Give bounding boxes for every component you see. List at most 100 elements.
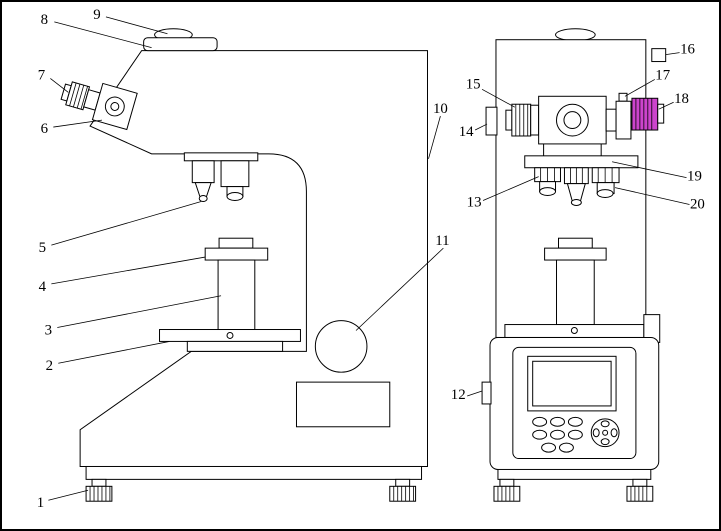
- eyepiece-assembly: [60, 81, 138, 131]
- part-label-8: 8: [41, 12, 48, 28]
- indenter-body: [191, 160, 215, 184]
- focus-knob-knurl-lines: [69, 82, 88, 110]
- dpad-down: [600, 438, 610, 446]
- foot-stem: [395, 478, 411, 487]
- foot-knurled: [493, 485, 521, 502]
- part-label-1: 1: [37, 495, 44, 511]
- part-label-19: 19: [687, 169, 702, 185]
- anvil-cap-front: [558, 237, 593, 249]
- anvil-assembly-side: [204, 237, 269, 331]
- panel-recess: [295, 381, 391, 428]
- leader-line-20: [614, 187, 690, 205]
- turret-connector-right: [605, 108, 617, 132]
- part-label-2: 2: [46, 358, 53, 374]
- foot-stem: [499, 478, 515, 487]
- indenter-tip: [198, 195, 208, 202]
- foot-right-front: [626, 478, 654, 502]
- panel-button: [541, 442, 557, 453]
- foot-stem: [632, 478, 648, 487]
- foot-knurled: [389, 485, 417, 502]
- foot-knurl-lines: [630, 486, 648, 502]
- part-label-10: 10: [433, 101, 448, 117]
- anvil-column-side: [217, 259, 256, 331]
- leader-line-1: [48, 489, 89, 501]
- button-grid: [532, 416, 583, 453]
- objective-body-side: [220, 160, 250, 188]
- turret-lens-inner: [563, 111, 582, 130]
- foot-left-side: [85, 478, 113, 502]
- part-label-14: 14: [459, 124, 474, 140]
- objective-tip-3: [596, 189, 614, 199]
- turret-plate-front: [524, 155, 639, 169]
- power-switch: [651, 48, 667, 63]
- adjust-screw: [618, 92, 628, 102]
- part-label-3: 3: [45, 322, 52, 338]
- side-view: [60, 28, 428, 502]
- worktable-support: [186, 340, 284, 352]
- leader-line-16: [665, 52, 680, 55]
- dpad-left: [592, 428, 600, 438]
- foot-knurl-lines: [497, 486, 515, 502]
- part-label-11: 11: [435, 233, 449, 249]
- control-box: [481, 336, 660, 470]
- leader-line-5: [51, 201, 202, 246]
- foot-right-side: [389, 478, 417, 502]
- panel-button: [567, 416, 583, 427]
- leader-line-7: [50, 78, 69, 93]
- panel-button: [532, 429, 548, 440]
- focus-knob-left-knurl: [515, 104, 529, 136]
- dpad-right: [610, 428, 618, 438]
- part-label-7: 7: [38, 67, 46, 83]
- eyepiece-lens-inner: [110, 102, 120, 111]
- side-tab: [481, 381, 492, 405]
- leader-line-18: [658, 101, 674, 110]
- worktable-center-hole: [226, 331, 234, 339]
- part-label-12: 12: [451, 387, 466, 403]
- anvil-assembly-front: [544, 237, 607, 326]
- objective-tip-side: [226, 192, 244, 201]
- leader-line-6: [53, 119, 103, 128]
- leader-line-17: [624, 79, 655, 97]
- head-cap: [143, 37, 218, 52]
- leader-line-8: [54, 21, 152, 49]
- adjust-block: [615, 100, 632, 140]
- leader-line-13: [482, 176, 539, 201]
- part-label-5: 5: [39, 240, 46, 256]
- turret-plate-side: [183, 152, 259, 162]
- stage-center-hole: [570, 327, 578, 334]
- worktable-side: [159, 329, 301, 352]
- leader-line-11: [355, 247, 444, 331]
- dpad-control: [590, 418, 620, 448]
- part-label-4: 4: [39, 279, 47, 295]
- leader-line-15: [481, 88, 516, 108]
- hand-wheel: [314, 320, 368, 373]
- base-plate-front: [497, 468, 652, 480]
- dpad-up: [600, 420, 610, 428]
- part-label-9: 9: [93, 7, 100, 23]
- base-plate-side: [85, 465, 423, 480]
- part-label-15: 15: [466, 76, 481, 92]
- leader-line-4: [51, 256, 206, 285]
- leader-line-19: [612, 161, 687, 179]
- leader-line-9: [105, 16, 168, 35]
- turret-assembly-front: [485, 92, 665, 169]
- selector-knob-knurl: [635, 98, 653, 131]
- part-label-18: 18: [674, 91, 689, 107]
- leader-line-12: [467, 390, 483, 397]
- leader-line-3: [57, 295, 222, 328]
- anvil-plate-side: [204, 247, 269, 261]
- selector-knob-cap: [657, 103, 665, 124]
- objective-turret-side: [183, 152, 259, 202]
- leader-line-14: [474, 123, 488, 131]
- objective-tip-1: [539, 187, 557, 197]
- part-label-17: 17: [655, 67, 670, 83]
- objective-ring-3-knurl: [597, 167, 613, 183]
- anvil-cap-side: [218, 237, 254, 249]
- panel-button: [567, 429, 583, 440]
- foot-left-front: [493, 478, 521, 502]
- foot-knurled: [85, 485, 113, 502]
- foot-knurl-lines: [393, 486, 414, 502]
